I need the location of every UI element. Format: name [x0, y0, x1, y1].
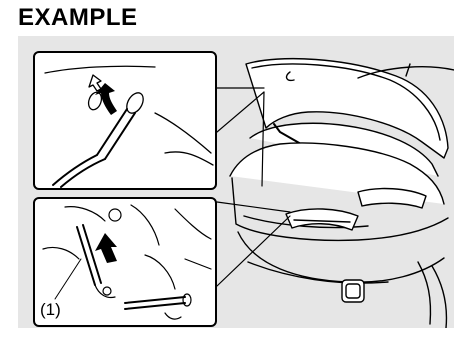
example-label: EXAMPLE: [18, 4, 138, 32]
stay-holder-detail-drawing: [35, 199, 215, 325]
stay-clip-detail-drawing: [35, 53, 215, 188]
callout-item-1: (1): [40, 300, 61, 320]
stay-clip-detail-inset: [33, 51, 217, 190]
solid-arrow-icon-2: [95, 233, 117, 263]
